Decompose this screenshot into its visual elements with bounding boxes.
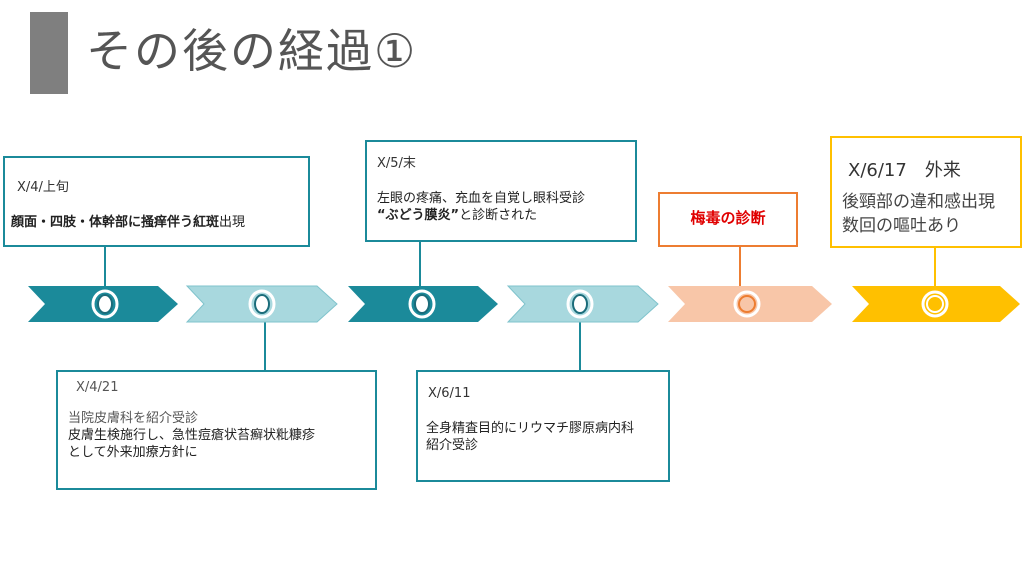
- event-text: 全身精査目的にリウマチ膠原病内科 紹介受診: [426, 420, 666, 454]
- event-box-x4-21: X/4/21 当院皮膚科を紹介受診 皮膚生検施行し、急性痘瘡状苔癬状粃糠疹 とし…: [56, 370, 377, 490]
- event-date: X/5/末: [377, 156, 416, 171]
- event-text: 顔面・四肢・体幹部に掻痒伴う紅斑出現: [11, 214, 306, 231]
- event-text-line: として外来加療方針に: [68, 445, 198, 460]
- event-text-line: 後頸部の違和感出現: [842, 192, 995, 212]
- event-text-line: 全身精査目的にリウマチ膠原病内科: [426, 421, 635, 436]
- event-text-line: 紹介受診: [426, 438, 479, 453]
- event-text-line: 皮膚生検施行し、急性痘瘡状苔癬状粃糠疹: [68, 428, 316, 443]
- event-box-syphilis-diagnosis: 梅毒の診断: [658, 192, 798, 247]
- marker-3: [408, 289, 436, 319]
- marker-6: [921, 290, 949, 318]
- title-accent-bar: [30, 12, 68, 94]
- diagnosis-label: 梅毒の診断: [690, 209, 766, 227]
- event-box-x4-early: X/4/上旬 顔面・四肢・体幹部に掻痒伴う紅斑出現: [3, 156, 310, 247]
- event-text: 当院皮膚科を紹介受診 皮膚生検施行し、急性痘瘡状苔癬状粃糠疹 として外来加療方針…: [68, 410, 373, 461]
- event-date: X/6/17 外来: [848, 160, 961, 181]
- marker-1: [91, 289, 119, 319]
- event-text: 後頸部の違和感出現 数回の嘔吐あり: [842, 190, 1022, 238]
- event-text-line: 左眼の疼痛、充血を自覚し眼科受診: [377, 191, 586, 206]
- event-text-segment: 出現: [219, 215, 246, 230]
- event-text-line: 数回の嘔吐あり: [842, 216, 961, 236]
- event-box-x6-11: X/6/11 全身精査目的にリウマチ膠原病内科 紹介受診: [416, 370, 670, 482]
- event-date: X/6/11: [428, 386, 471, 401]
- event-text: 左眼の疼痛、充血を自覚し眼科受診 “ぶどう膜炎”と診断された: [377, 190, 635, 224]
- event-text-line: 当院皮膚科を紹介受診: [68, 411, 199, 426]
- event-box-x6-17: X/6/17 外来 後頸部の違和感出現 数回の嘔吐あり: [830, 136, 1022, 248]
- slide-title: その後の経過①: [86, 24, 418, 78]
- event-date: X/4/21: [76, 380, 119, 395]
- event-date: X/4/上旬: [17, 180, 69, 195]
- marker-4: [566, 289, 594, 319]
- event-text-segment: 顔面・四肢・体幹部に掻痒伴う紅斑: [11, 215, 220, 230]
- event-text-segment: “ぶどう膜炎”: [377, 208, 460, 223]
- marker-5: [733, 290, 761, 318]
- event-box-x5-end: X/5/末 左眼の疼痛、充血を自覚し眼科受診 “ぶどう膜炎”と診断された: [365, 140, 637, 242]
- event-text-line: “ぶどう膜炎”と診断された: [377, 207, 635, 224]
- marker-2: [248, 289, 276, 319]
- event-text-segment: と診断された: [459, 208, 538, 223]
